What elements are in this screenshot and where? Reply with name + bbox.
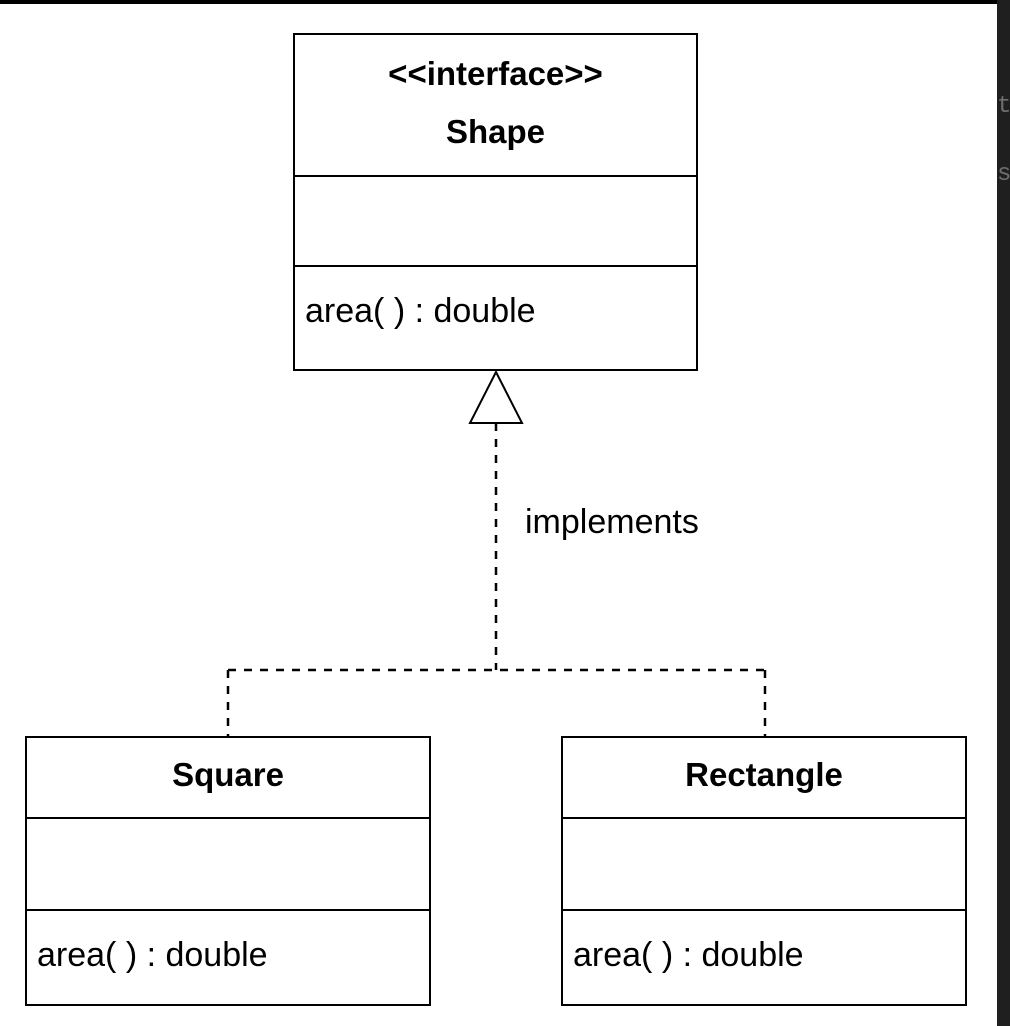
- implements-label: implements: [525, 503, 699, 541]
- name-divider: [295, 175, 696, 177]
- rectangle-operation: area( ) : double: [573, 936, 804, 974]
- square-class-name: Square: [172, 756, 284, 793]
- rectangle-class-name: Rectangle: [685, 756, 843, 793]
- attributes-divider: [295, 265, 696, 267]
- name-divider: [27, 817, 429, 819]
- interface-name: Shape: [445, 113, 546, 150]
- square-class-box[interactable]: Square area( ) : double: [25, 736, 431, 1006]
- adjacent-panel-edge: [997, 0, 1010, 1026]
- adjacent-panel-glyph: t: [997, 95, 1010, 119]
- interface-stereotype: <<interface>>: [388, 55, 603, 92]
- attributes-divider: [563, 909, 965, 911]
- interface-operation: area( ) : double: [305, 292, 536, 330]
- attributes-divider: [27, 909, 429, 911]
- realization-arrowhead: [468, 369, 524, 424]
- square-operation: area( ) : double: [37, 936, 268, 974]
- adjacent-panel-glyph: s: [997, 163, 1010, 187]
- rectangle-class-box[interactable]: Rectangle area( ) : double: [561, 736, 967, 1006]
- shape-interface-box[interactable]: <<interface>> Shape area( ) : double: [293, 33, 698, 371]
- name-divider: [563, 817, 965, 819]
